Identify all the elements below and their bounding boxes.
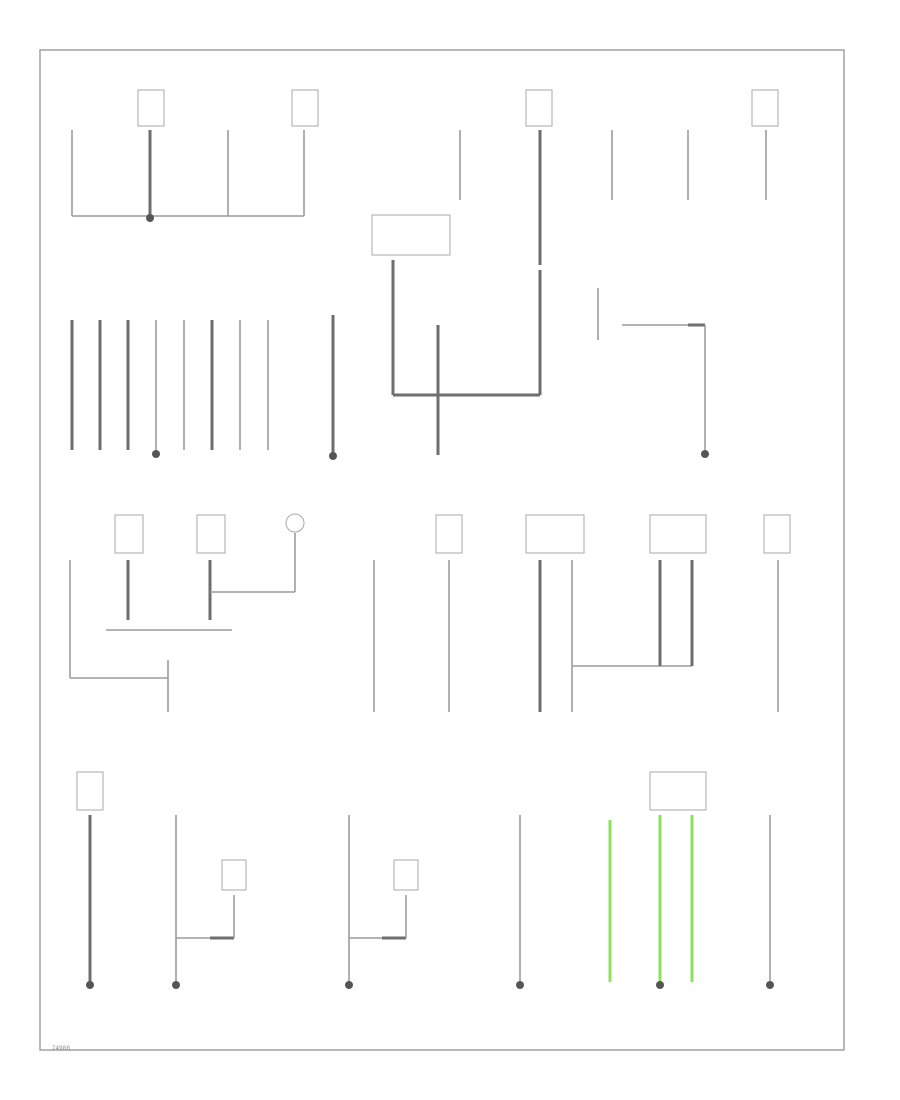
row-2-ground-circuits — [70, 214, 709, 460]
ground-point — [146, 214, 154, 222]
row-4-ground-circuits — [76, 771, 774, 989]
ground-point — [656, 981, 664, 989]
ground-point — [329, 452, 337, 460]
component-box — [114, 514, 144, 554]
ground-point — [345, 981, 353, 989]
diagram-frame — [39, 49, 845, 1051]
row-3-ground-circuits — [69, 513, 791, 712]
component-box — [763, 514, 791, 554]
component-box — [371, 214, 451, 256]
component-box — [435, 514, 463, 554]
ground-point — [86, 981, 94, 989]
component-box — [649, 771, 707, 811]
component-box — [751, 89, 779, 127]
component-box — [76, 771, 104, 811]
component-box — [649, 514, 707, 554]
component-box — [291, 89, 319, 127]
component-box — [393, 859, 419, 891]
ground-point — [172, 981, 180, 989]
ground-point — [701, 450, 709, 458]
row-1-ground-circuits — [71, 89, 779, 265]
component-box — [525, 89, 553, 127]
light-symbol — [285, 513, 305, 533]
component-box — [196, 514, 226, 554]
ground-point — [152, 450, 160, 458]
component-box — [221, 859, 247, 891]
component-box — [137, 89, 165, 127]
ground-point — [516, 981, 524, 989]
ground-point — [766, 981, 774, 989]
component-box — [525, 514, 585, 554]
diagram-code: 74988 — [52, 1046, 71, 1052]
